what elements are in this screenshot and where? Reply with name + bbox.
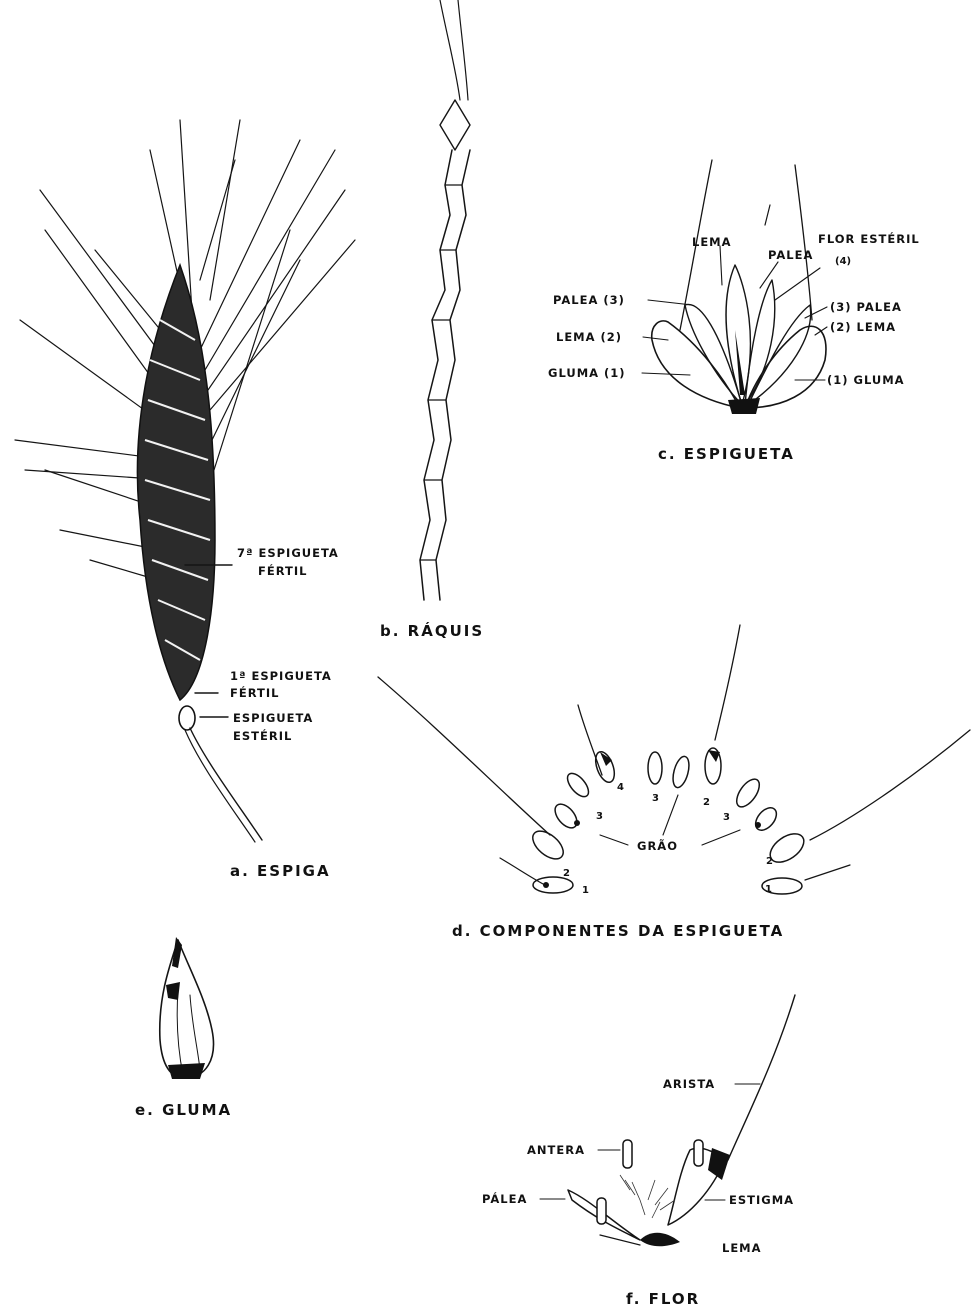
- espigueta-base: [728, 398, 760, 414]
- caption-raquis: b. RÁQUIS: [380, 621, 484, 640]
- label-7-espigueta: 7ª ESPIGUETA: [237, 546, 339, 560]
- panel-espiga: 7ª ESPIGUETA FÉRTIL 1ª ESPIGUETA FÉRTIL …: [15, 120, 355, 880]
- caption-flor: f. FLOR: [626, 1290, 700, 1308]
- label-lema-left: LEMA (2): [556, 330, 622, 344]
- num-2-right: 2: [766, 856, 773, 867]
- label-lema-top: LEMA: [692, 235, 732, 249]
- num-2-left: 2: [563, 868, 570, 879]
- label-1-fertil: FÉRTIL: [230, 685, 280, 700]
- flor-antera-right: [694, 1140, 703, 1166]
- flor-antera-top: [623, 1140, 632, 1168]
- panel-flor: ARISTA ANTERA PÁLEA ESTIGMA LEMA f. FLOR: [482, 995, 795, 1308]
- label-lema: LEMA: [722, 1241, 762, 1255]
- caption-espigueta: c. ESPIGUETA: [658, 445, 795, 463]
- component-flor-left: [592, 749, 618, 785]
- label-espigueta-esteril: ESPIGUETA: [233, 711, 313, 725]
- component-palea-left-2: [564, 770, 593, 800]
- label-flor-esteril: FLOR ESTÉRIL: [818, 231, 920, 246]
- label-palea: PÁLEA: [482, 1191, 527, 1206]
- componentes-awn-center: [715, 625, 740, 740]
- label-gluma-right: (1) GLUMA: [827, 373, 905, 387]
- component-palea-right: [732, 775, 763, 810]
- num-3-center: 3: [652, 793, 659, 804]
- caption-gluma: e. GLUMA: [135, 1101, 232, 1119]
- componentes-grao-leaders: [600, 795, 740, 845]
- label-palea-left: PALEA (3): [553, 293, 625, 307]
- label-grao: GRÃO: [637, 838, 678, 853]
- raquis-right-edge: [436, 150, 470, 600]
- flor-stigma-hairs: [620, 1175, 675, 1218]
- component-lema-left: [528, 826, 568, 864]
- component-grao-right: [670, 755, 692, 790]
- num-1-right: 1: [765, 884, 772, 895]
- panel-gluma: e. GLUMA: [135, 937, 232, 1119]
- label-antera: ANTERA: [527, 1143, 585, 1157]
- espigueta-gluma-right: [745, 326, 826, 408]
- component-grao-left: [648, 752, 662, 784]
- panel-raquis: b. RÁQUIS: [380, 0, 484, 640]
- flor-arista-base: [708, 1148, 730, 1180]
- component-palea-left: [551, 800, 581, 832]
- componentes-awn-far-left: [378, 677, 550, 835]
- panel-espigueta: LEMA PALEA FLOR ESTÉRIL (4) PALEA (3) LE…: [548, 160, 920, 463]
- num-3-right: 3: [723, 812, 730, 823]
- label-lema-right: (2) LEMA: [830, 320, 896, 334]
- raquis-left-edge: [420, 150, 452, 600]
- num-1-left: 1: [582, 885, 589, 896]
- component-palea-right-2: [752, 804, 781, 834]
- panel-componentes: GRÃO 1 2 3 4 3 2 3 2 1 d. COMPONENTES DA…: [378, 625, 970, 940]
- gluma-dark-base: [168, 1063, 205, 1079]
- flor-base: [640, 1233, 680, 1247]
- label-esteril: ESTÉRIL: [233, 728, 292, 743]
- raquis-nodes: [420, 185, 462, 560]
- gluma-outline: [160, 940, 214, 1078]
- componentes-awn-far-right: [810, 730, 970, 840]
- label-flor-esteril-num: (4): [835, 256, 851, 267]
- num-4: 4: [617, 782, 624, 793]
- caption-componentes: d. COMPONENTES DA ESPIGUETA: [452, 922, 784, 940]
- espigueta-awn-right: [795, 165, 812, 320]
- label-gluma-left: GLUMA (1): [548, 366, 626, 380]
- flor-leader-lines: [540, 1084, 760, 1200]
- label-palea-top: PALEA: [768, 248, 813, 262]
- raquis-top-awn: [440, 0, 460, 100]
- espigueta-palea-left: [685, 304, 742, 405]
- label-1-espigueta: 1ª ESPIGUETA: [230, 669, 332, 683]
- label-7-fertil: FÉRTIL: [258, 563, 308, 578]
- flor-arista: [728, 995, 795, 1160]
- raquis-top-spikelet: [440, 100, 470, 150]
- caption-espiga: a. ESPIGA: [230, 862, 331, 880]
- componentes-awn-left: [578, 705, 602, 775]
- num-2-center: 2: [703, 797, 710, 808]
- label-estigma: ESTIGMA: [729, 1193, 794, 1207]
- flor-antera-left: [597, 1198, 606, 1224]
- label-arista: ARISTA: [663, 1077, 715, 1091]
- label-palea-right: (3) PALEA: [830, 300, 902, 314]
- espiga-sterile-spikelet: [179, 706, 195, 730]
- espiga-stem: [190, 728, 262, 840]
- num-3-left: 3: [596, 811, 603, 822]
- component-gluma-left: [533, 877, 573, 893]
